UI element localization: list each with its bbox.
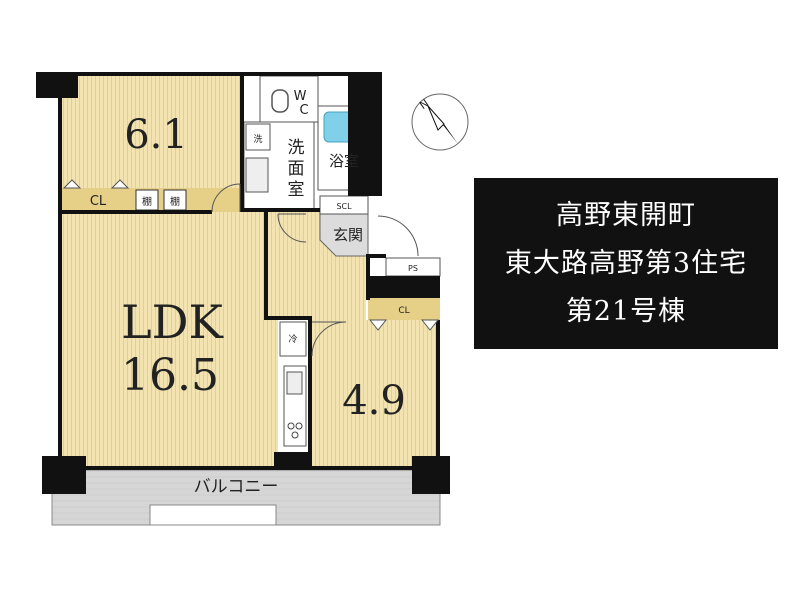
fridge-label: 冷	[288, 333, 297, 345]
washroom-label-3: 室	[288, 180, 305, 200]
room-western-4-9	[312, 320, 440, 470]
washer-space	[245, 123, 271, 151]
property-complex-name: 東大路高野第3住宅	[504, 247, 748, 279]
stove-burner-1	[287, 422, 295, 430]
room-western-6-1	[62, 76, 240, 188]
shelf-2-label: 棚	[170, 195, 180, 208]
closet-cl-right	[368, 298, 440, 320]
closet-cl-right-label: CL	[398, 306, 409, 316]
fridge-space	[279, 321, 307, 357]
room-size-6-1: 6.1	[124, 112, 188, 158]
room-size-ldk: 16.5	[121, 350, 219, 401]
toilet-label-w: W	[294, 89, 307, 104]
property-building-number: 第21号棟	[565, 295, 687, 327]
stove-burner-2	[295, 422, 303, 430]
room-ldk	[62, 212, 278, 470]
ps-label: PS	[408, 264, 418, 273]
property-info-box: 高野東開町 東大路高野第3住宅 第21号棟	[474, 178, 778, 349]
entrance-label: 玄関	[333, 226, 363, 244]
washroom-label-1: 洗	[288, 138, 305, 158]
stove-burner-3	[291, 431, 299, 439]
property-area-name: 高野東開町	[556, 199, 696, 231]
washer-label: 洗	[253, 133, 262, 145]
room-size-4-9: 4.9	[342, 378, 406, 424]
balcony: バルコニー	[51, 469, 441, 526]
scl-label: SCL	[336, 202, 352, 211]
room-name-ldk: LDK	[121, 295, 224, 349]
washbasin	[245, 157, 269, 193]
compass-icon: N	[411, 93, 469, 151]
scl-storage	[319, 195, 369, 215]
sink-icon	[286, 371, 303, 395]
walls	[36, 72, 450, 494]
toilet-room	[259, 75, 319, 123]
bathroom-label: 浴室	[329, 152, 359, 170]
door-swings	[211, 183, 419, 357]
balcony-label: バルコニー	[194, 477, 279, 497]
toilet-fixture-icon	[271, 89, 289, 113]
toilet-label-c: C	[299, 103, 308, 118]
closet-cl-top-label: CL	[90, 194, 107, 209]
washroom-label-2: 面	[288, 159, 305, 179]
closet-door-markers	[62, 179, 440, 331]
shelf-1-label: 棚	[142, 195, 152, 208]
